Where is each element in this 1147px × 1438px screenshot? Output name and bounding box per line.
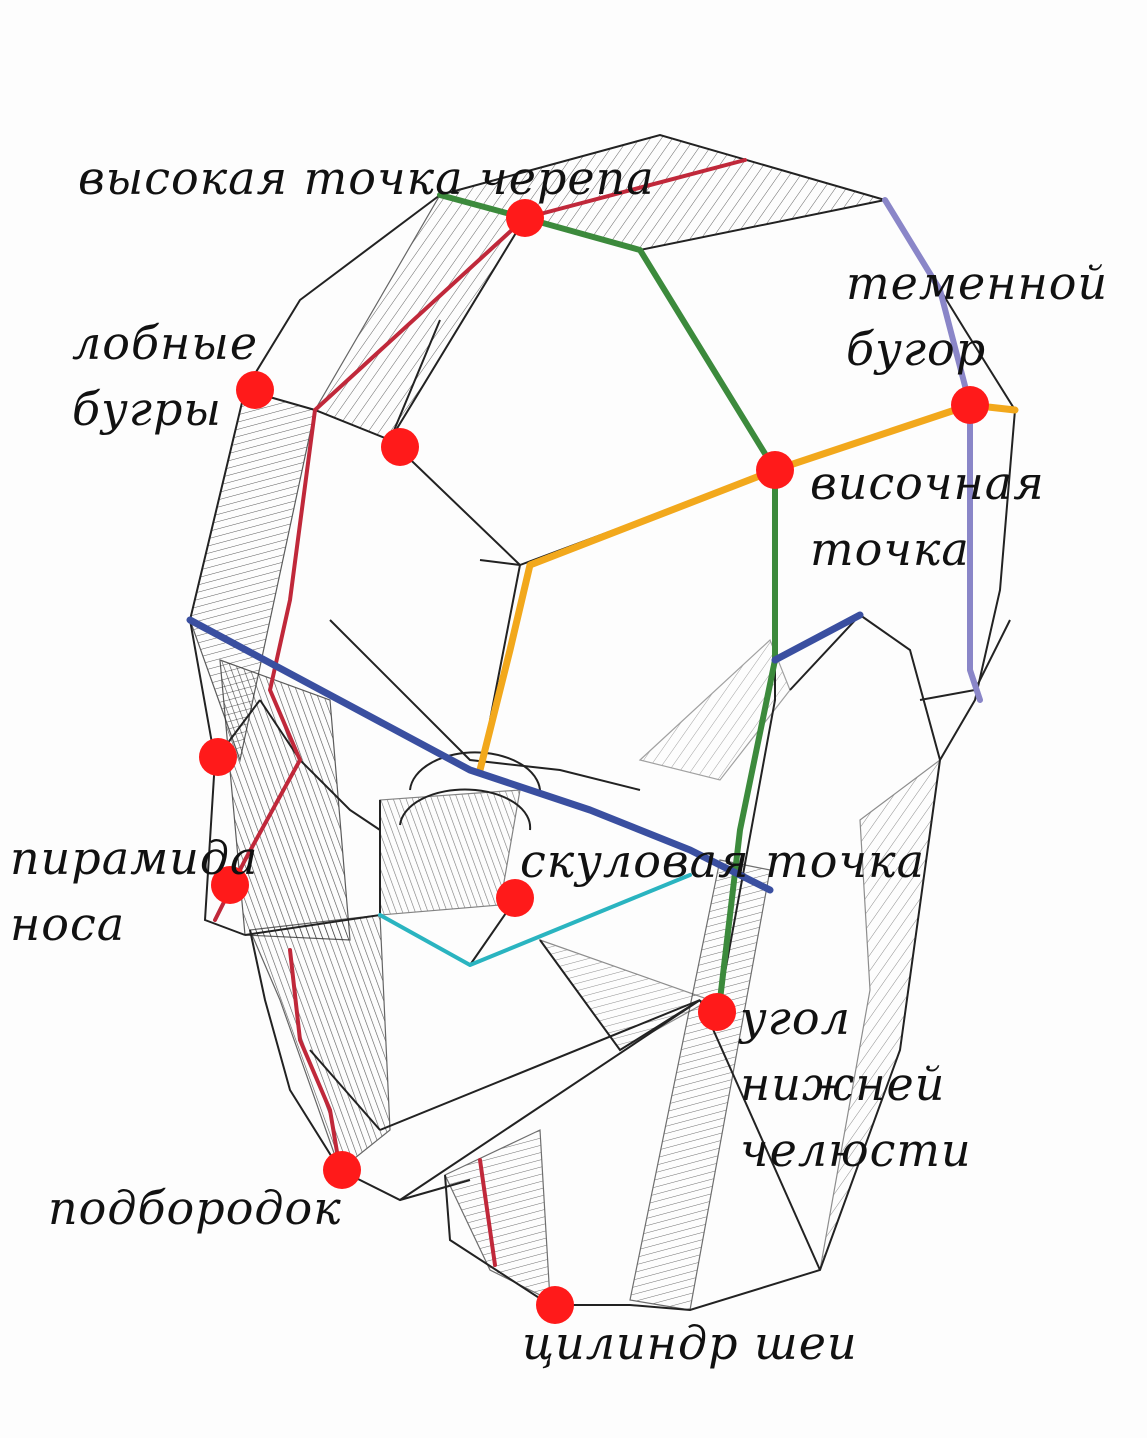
label-skull-top: высокая точка черепа <box>78 145 655 211</box>
marker-parietal <box>951 386 989 424</box>
label-frontal-tubers: лобные бугры <box>72 310 258 442</box>
marker-brow <box>199 738 237 776</box>
label-neck-cylinder: цилиндр шеи <box>522 1310 858 1376</box>
label-chin: подбородок <box>48 1175 342 1241</box>
label-nose-pyramid: пирамида носа <box>10 825 258 957</box>
label-temporal-point: височная точка <box>810 450 1045 582</box>
label-zygomatic-point: скуловая точка <box>520 828 925 894</box>
marker-jaw-angle <box>698 993 736 1031</box>
label-jaw-angle: угол нижней челюсти <box>740 985 972 1183</box>
marker-temporal <box>756 451 794 489</box>
marker-frontal-right <box>381 428 419 466</box>
label-parietal-tuber: теменной бугор <box>846 250 1108 382</box>
